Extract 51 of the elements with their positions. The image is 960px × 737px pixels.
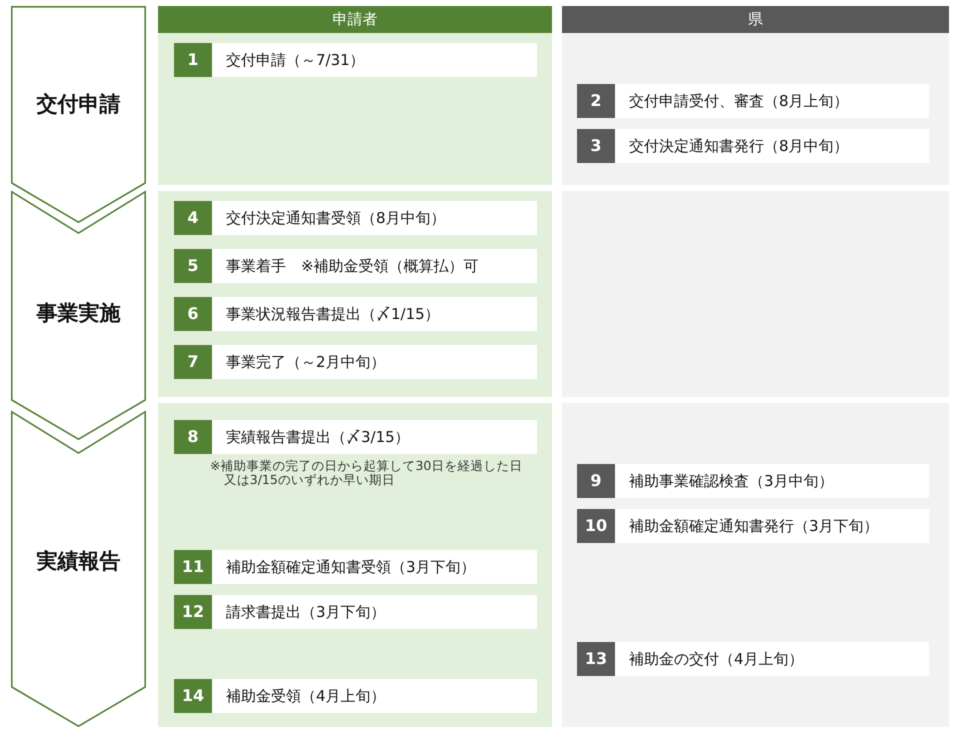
step-box	[174, 345, 537, 379]
step-label: 交付決定通知書発行（8月中旬）	[629, 136, 849, 157]
step-box	[174, 595, 537, 629]
step-box	[577, 129, 929, 163]
step-label: 実績報告書提出（〆3/15）	[226, 427, 410, 448]
step-label: 補助事業確認検査（3月中旬）	[629, 471, 834, 492]
step-number: 2	[577, 84, 615, 118]
step-number: 4	[174, 201, 212, 235]
phase-label: 実績報告	[36, 548, 122, 575]
phase-banner	[11, 411, 146, 727]
step-number: 6	[174, 297, 212, 331]
step-box	[577, 84, 929, 118]
step-number: 14	[174, 679, 212, 713]
step-label: 補助金受領（4月上旬）	[226, 686, 386, 707]
step-box	[174, 550, 537, 584]
step-number: 1	[174, 43, 212, 77]
step-label: 事業着手 ※補助金受領（概算払）可	[226, 256, 479, 277]
phase-banner	[11, 191, 146, 440]
step-box	[174, 43, 537, 77]
step-label: 補助金額確定通知書発行（3月下旬）	[629, 516, 879, 537]
step-number: 5	[174, 249, 212, 283]
step-label: 交付決定通知書受領（8月中旬）	[226, 208, 446, 229]
phase-label: 事業実施	[36, 300, 122, 327]
footnote-text: ※補助事業の完了の日から起算して30日を経過した日又は3/15のいずれか早い期日	[210, 459, 524, 487]
step-number: 11	[174, 550, 212, 584]
step-label: 交付申請受付、審査（8月上旬）	[629, 91, 849, 112]
step-number: 9	[577, 464, 615, 498]
step-label: 交付申請（～7/31）	[226, 50, 365, 71]
step-box	[577, 642, 929, 676]
step-box	[577, 464, 929, 498]
step-number: 10	[577, 509, 615, 543]
step-number: 12	[174, 595, 212, 629]
step-box	[174, 420, 537, 454]
step-label: 事業状況報告書提出（〆1/15）	[226, 304, 440, 325]
step-number: 13	[577, 642, 615, 676]
step-label: 請求書提出（3月下旬）	[226, 602, 386, 623]
phase-banner	[11, 6, 146, 223]
step-label: 補助金の交付（4月上旬）	[629, 649, 804, 670]
step-number: 8	[174, 420, 212, 454]
step-box	[174, 201, 537, 235]
step-box	[174, 297, 537, 331]
phase-label: 交付申請	[36, 91, 122, 118]
step-label: 事業完了（～2月中旬）	[226, 352, 386, 373]
lane-header: 県	[562, 6, 949, 33]
step-box	[577, 509, 929, 543]
step-box	[174, 679, 537, 713]
step-box	[174, 249, 537, 283]
lane-header: 申請者	[158, 6, 552, 33]
step-label: 補助金額確定通知書受領（3月下旬）	[226, 557, 476, 578]
step-number: 3	[577, 129, 615, 163]
step-number: 7	[174, 345, 212, 379]
